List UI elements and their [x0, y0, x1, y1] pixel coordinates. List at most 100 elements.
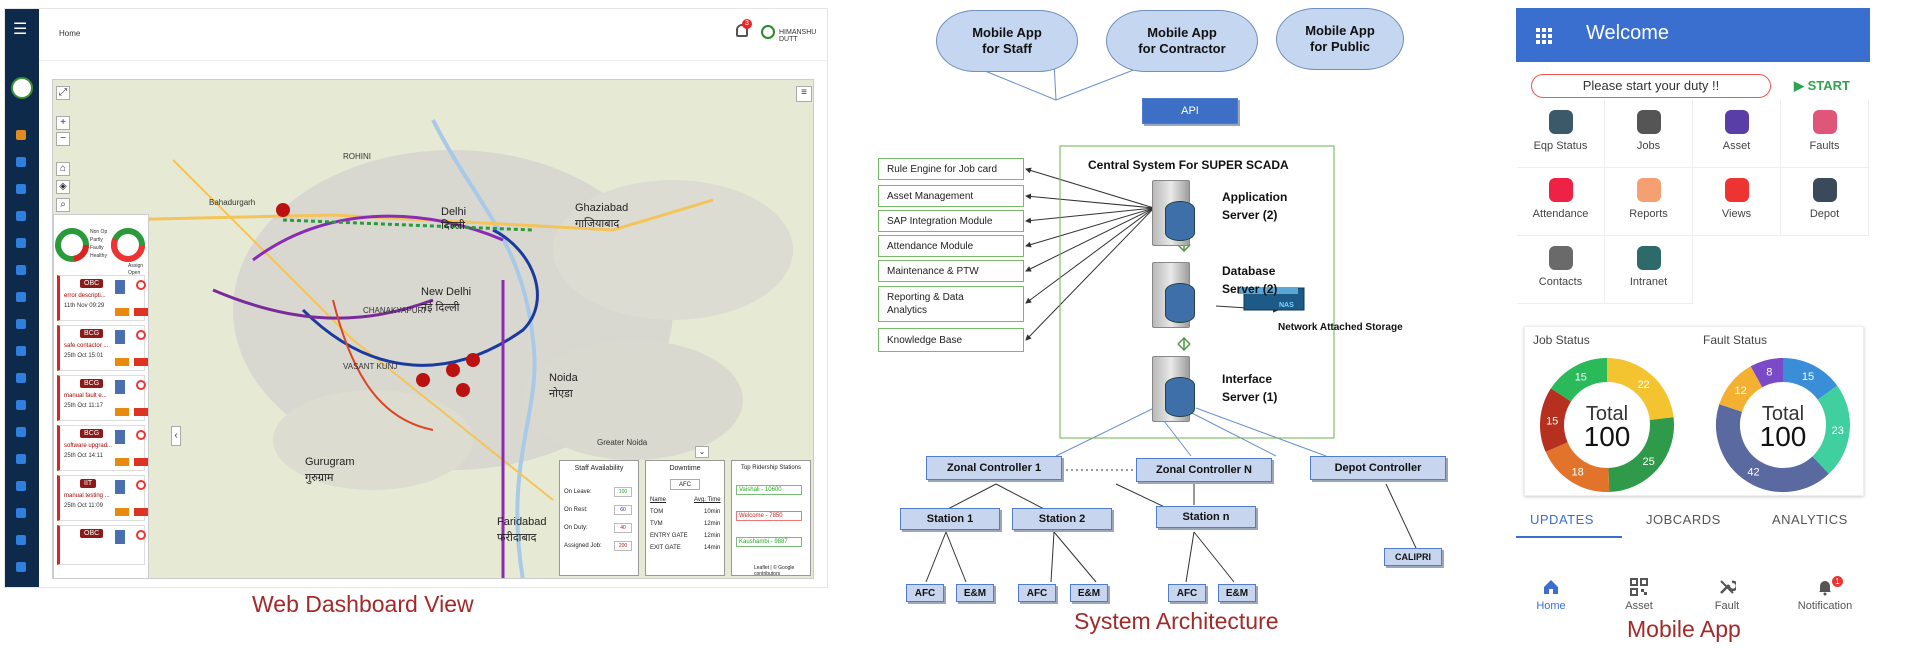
home-icon — [1544, 580, 1558, 594]
nav-home[interactable]: Home — [1516, 578, 1586, 612]
phone-icon[interactable] — [136, 330, 146, 340]
ridership-row: Kaushambi - 9887 — [736, 537, 802, 547]
sidebar-item-icon[interactable] — [16, 157, 26, 167]
tile-intranet[interactable]: Intranet — [1605, 236, 1693, 304]
layers-button[interactable]: ◈ — [56, 180, 70, 194]
sidebar-item-icon[interactable] — [16, 319, 26, 329]
tile-jobs[interactable]: Jobs — [1605, 100, 1693, 168]
zoom-in-button[interactable]: + — [56, 116, 70, 130]
user-name[interactable]: HIMANSHU DUTT — [779, 29, 817, 43]
phone-icon[interactable] — [136, 530, 146, 540]
phone-icon[interactable] — [136, 280, 146, 290]
downtime-time: 12min — [704, 521, 721, 527]
map-attribution: Leaflet | © Google contributors — [754, 565, 795, 577]
map-marker — [446, 363, 460, 377]
downtime-col-name: Name — [650, 497, 667, 503]
job-card[interactable]: BCG safe contactor ... 25th Oct 15:01 — [57, 325, 148, 371]
sidebar-item-icon[interactable] — [16, 427, 26, 437]
sidebar-item-icon[interactable] — [16, 346, 26, 356]
legend-non-op: Non Op — [90, 229, 108, 235]
home-view-button[interactable]: ⌂ — [56, 162, 70, 176]
tile-eqp-status[interactable]: Eqp Status — [1517, 100, 1605, 168]
phone-icon[interactable] — [136, 480, 146, 490]
nav-asset[interactable]: Asset — [1604, 578, 1674, 612]
zoom-out-button[interactable]: − — [56, 132, 70, 146]
card-date: 25th Oct 11:09 — [64, 503, 103, 509]
job-card[interactable]: OBC — [57, 525, 146, 565]
card-tag: OBC — [80, 279, 104, 288]
leaf-afc: AFC — [906, 584, 944, 602]
nav-notification[interactable]: 1 Notification — [1780, 576, 1870, 612]
calipri-box: CALIPRI — [1384, 548, 1442, 566]
job-status-segment — [1606, 358, 1674, 421]
tile-asset[interactable]: Asset — [1693, 100, 1781, 168]
sidebar-item-icon[interactable] — [16, 292, 26, 302]
sidebar-item-icon[interactable] — [16, 238, 26, 248]
tile-depot[interactable]: Depot — [1781, 168, 1869, 236]
map-label: Ghaziabad — [575, 202, 629, 214]
tile-reports[interactable]: Reports — [1605, 168, 1693, 236]
layer-switch-icon[interactable]: ≡ — [796, 86, 812, 102]
module-maintenance-ptw: Maintenance & PTW — [878, 260, 1024, 282]
nav-label: Asset — [1625, 600, 1653, 612]
start-duty-button[interactable]: ▶ START — [1794, 78, 1850, 94]
job-status-segment-label: 15 — [1575, 372, 1587, 384]
job-card[interactable]: OBC error descripti... 11th Nov 09:29 — [57, 275, 148, 321]
sidebar-item-icon[interactable] — [16, 535, 26, 545]
sidebar-item-icon[interactable] — [16, 184, 26, 194]
sidebar-item-icon[interactable] — [16, 400, 26, 410]
app-title: Welcome — [1586, 22, 1669, 44]
expand-info-button[interactable]: ⌄ — [695, 446, 709, 458]
search-map-button[interactable]: ⌕ — [56, 198, 70, 212]
nav-fault[interactable]: Fault — [1692, 578, 1762, 612]
job-card[interactable]: BCG manual fault e... 25th Oct 11:17 — [57, 375, 148, 421]
breadcrumb[interactable]: Home — [59, 29, 81, 38]
job-card[interactable]: BCG software upgrad... 25th Oct 14:11 — [57, 425, 148, 471]
fullscreen-button[interactable]: ⤢ — [56, 86, 70, 100]
avatar[interactable] — [761, 25, 775, 39]
sidebar-item-icon[interactable] — [16, 562, 26, 572]
map-label: VASANT KUNJ — [343, 362, 398, 371]
legend-partly: Partly — [90, 237, 103, 243]
job-card[interactable]: IIT manual testing ... 25th Oct 11:09 — [57, 475, 148, 521]
hamburger-menu-icon[interactable]: ☰ — [13, 21, 28, 38]
sidebar-home-icon[interactable] — [16, 130, 26, 140]
collapse-panel-button[interactable]: ‹ — [171, 426, 181, 446]
application-server-icon — [1152, 180, 1195, 246]
sidebar-item-icon[interactable] — [16, 508, 26, 518]
staff-value: 40 — [614, 523, 632, 533]
sidebar-item-icon[interactable] — [16, 481, 26, 491]
phone-icon[interactable] — [136, 430, 146, 440]
sidebar-item-icon[interactable] — [16, 454, 26, 464]
fault-status-segment-label: 23 — [1832, 425, 1844, 437]
downtime-name: TVM — [650, 521, 663, 527]
card-text: error descripti... — [64, 293, 106, 299]
tile-views[interactable]: Views — [1693, 168, 1781, 236]
metro-map[interactable]: ⤢ + − ⌂ ◈ ⌕ ≡ Bahadurgarh ROHINI Delhi द… — [52, 79, 814, 579]
downtime-select[interactable]: AFC — [670, 479, 700, 490]
tab-updates[interactable]: UPDATES — [1530, 512, 1594, 527]
sidebar-item-icon[interactable] — [16, 265, 26, 275]
dashboard-header: Home 3 HIMANSHU DUTT — [39, 9, 827, 61]
sidebar-item-icon[interactable] — [16, 373, 26, 383]
apps-grid-icon[interactable] — [1536, 28, 1552, 44]
tab-jobcards[interactable]: JOBCARDS — [1646, 512, 1721, 527]
phone-icon[interactable] — [136, 380, 146, 390]
tab-analytics[interactable]: ANALYTICS — [1772, 512, 1848, 527]
sidebar-item-icon[interactable] — [16, 211, 26, 221]
staff-value: 60 — [614, 505, 632, 515]
tile-faults[interactable]: Faults — [1781, 100, 1869, 168]
card-tag: BCG — [80, 379, 104, 388]
module-attendance: Attendance Module — [878, 235, 1024, 257]
device-icon — [115, 480, 125, 494]
tile-attendance[interactable]: Attendance — [1517, 168, 1605, 236]
mobile-app-bar: Welcome — [1516, 8, 1870, 62]
tile-contacts[interactable]: Contacts — [1517, 236, 1605, 304]
architecture-caption: System Architecture — [1074, 608, 1279, 634]
card-text: safe contactor ... — [64, 343, 109, 349]
active-tab-indicator — [1516, 536, 1622, 538]
qr-asset-icon — [1630, 578, 1648, 596]
